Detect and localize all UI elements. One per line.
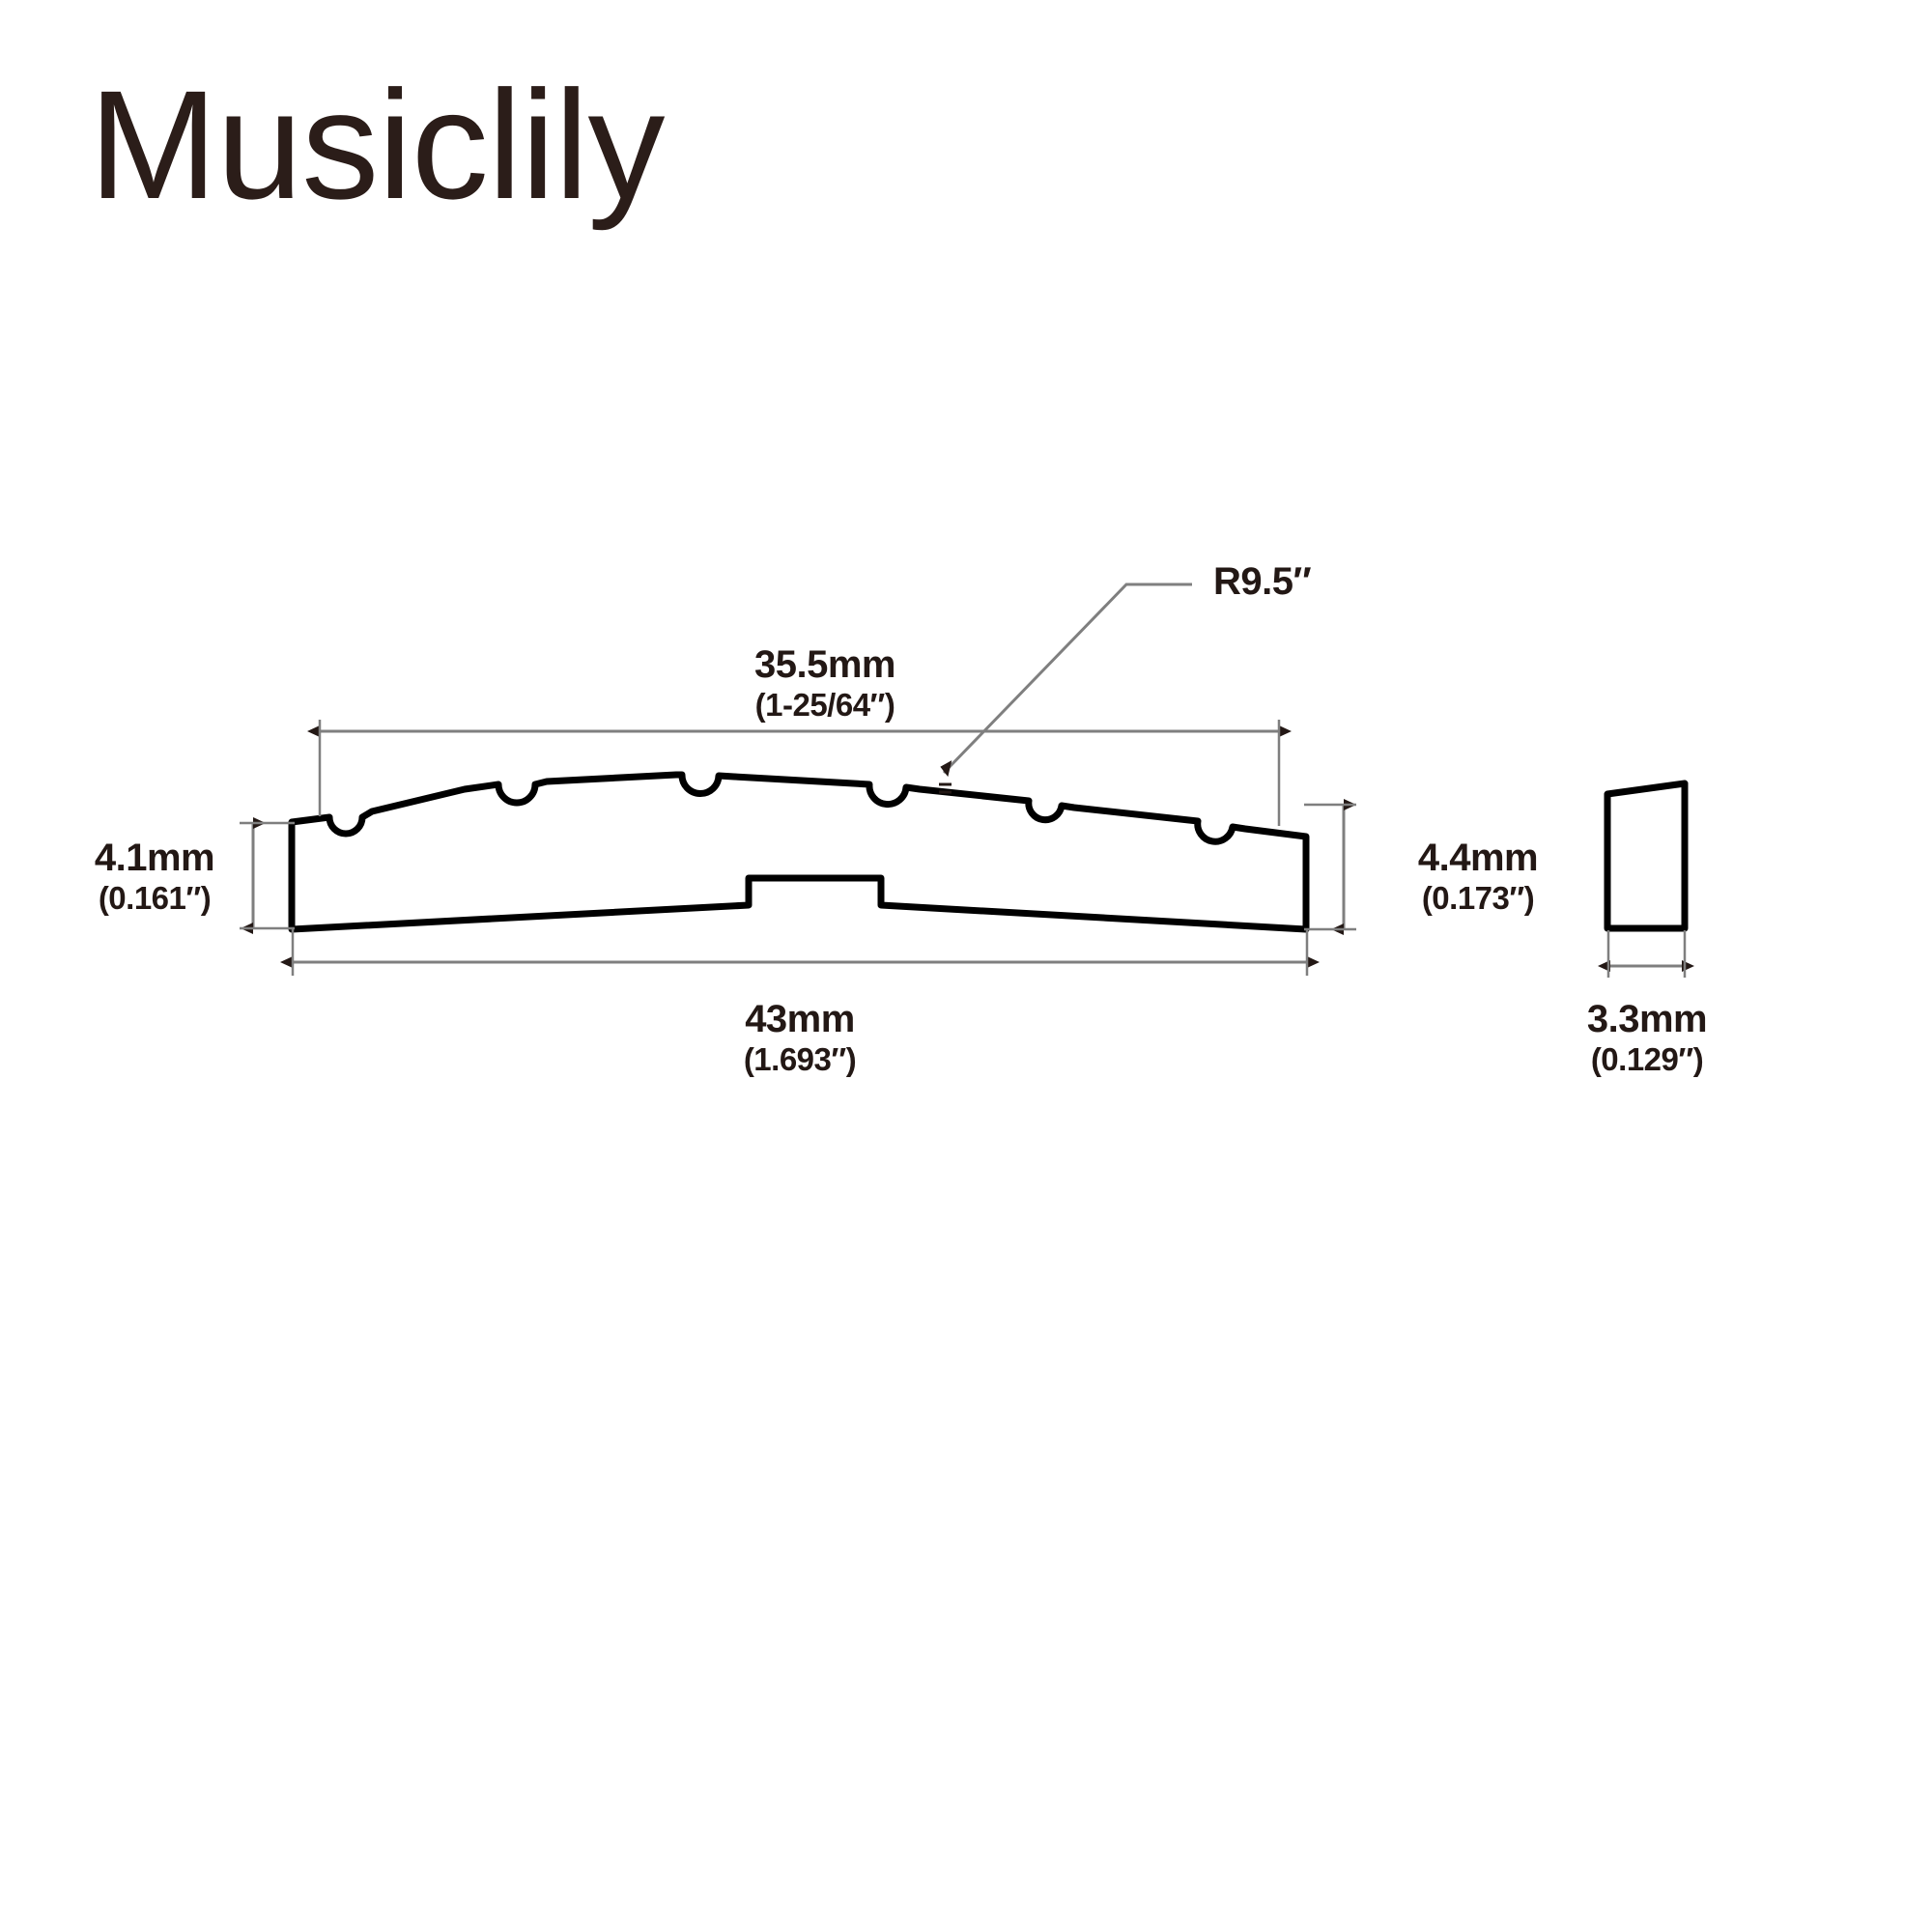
label-43mm-secondary: (1.693″) [743, 1040, 857, 1077]
label-dimension-35-5mm: 35.5mm (1-25/64″) [632, 643, 1018, 724]
label-4-4mm-secondary: (0.173″) [1421, 879, 1535, 916]
label-4-1mm-primary: 4.1mm [94, 837, 215, 879]
label-dimension-4-4mm: 4.4mm (0.173″) [1362, 837, 1594, 917]
front-view-nut-body [288, 771, 1310, 933]
label-dimension-3-3mm: 3.3mm (0.129″) [1512, 998, 1782, 1078]
dimension-43mm [280, 929, 1320, 976]
dimension-3-3mm [1598, 930, 1694, 978]
label-43mm-primary: 43mm [745, 998, 855, 1040]
dimension-4-4mm [1304, 799, 1356, 935]
label-dimension-4-1mm: 4.1mm (0.161″) [43, 837, 266, 917]
label-35-5mm-primary: 35.5mm [754, 643, 895, 686]
label-3-3mm-secondary: (0.129″) [1590, 1040, 1704, 1077]
label-3-3mm-primary: 3.3mm [1586, 998, 1708, 1040]
label-callout-r9-5: R9.5″ [1213, 560, 1435, 604]
dimension-35-5mm [307, 720, 1292, 826]
label-4-4mm-primary: 4.4mm [1417, 837, 1539, 879]
side-view-nut-thickness [1604, 780, 1689, 932]
label-dimension-43mm: 43mm (1.693″) [655, 998, 945, 1078]
brand-logo: Musiclily [89, 58, 665, 231]
label-35-5mm-secondary: (1-25/64″) [754, 686, 895, 723]
label-r9-5-primary: R9.5″ [1213, 560, 1312, 603]
label-4-1mm-secondary: (0.161″) [98, 879, 212, 916]
